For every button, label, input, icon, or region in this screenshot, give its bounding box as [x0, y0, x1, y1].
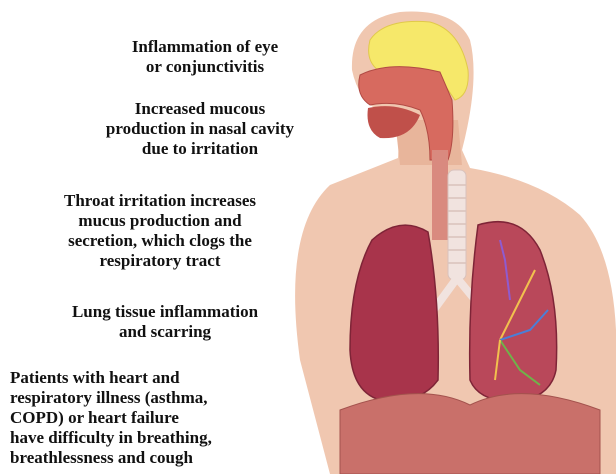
- eye-inflammation-caption: Inflammation of eye or conjunctivitis: [100, 37, 310, 77]
- lung-inflammation-caption: Lung tissue inflammation and scarring: [40, 302, 290, 342]
- throat-irritation-caption: Throat irritation increases mucus produc…: [20, 191, 300, 271]
- esophagus: [432, 150, 448, 240]
- heart-respiratory-caption: Patients with heart and respiratory illn…: [10, 368, 300, 468]
- diaphragm: [340, 394, 600, 474]
- nasal-mucous-caption: Increased mucous production in nasal cav…: [70, 99, 330, 159]
